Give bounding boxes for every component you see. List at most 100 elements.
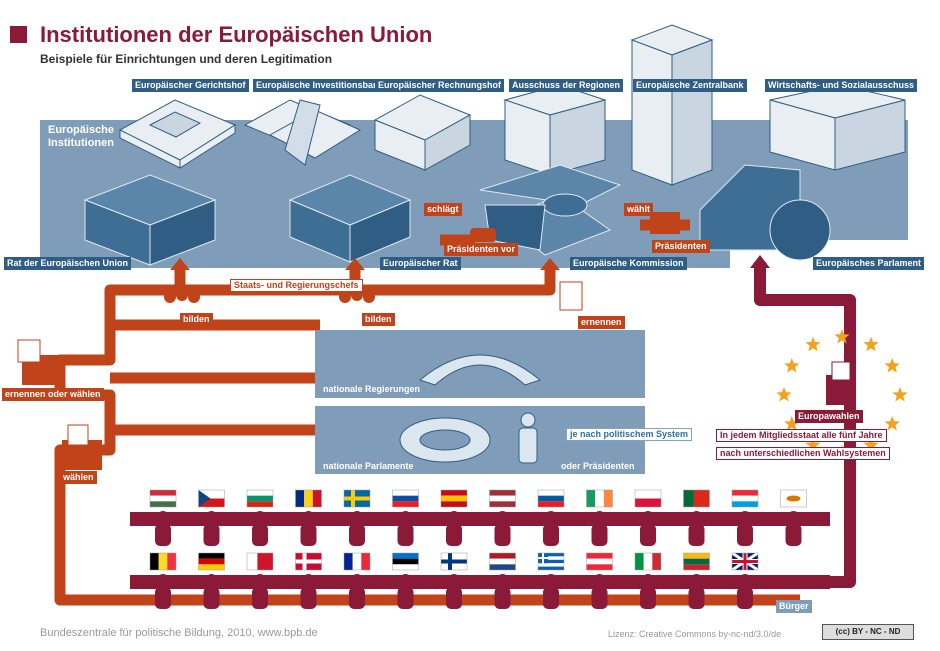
parlament-building-icon xyxy=(699,164,831,261)
hungary-flag xyxy=(149,489,177,508)
label-bilden-2: bilden xyxy=(362,313,395,326)
zentralbank-building-icon xyxy=(630,24,714,186)
citizen-figure-icon xyxy=(640,511,656,546)
label-wirtschaft: Wirtschafts- und Sozialausschuss xyxy=(765,79,917,92)
cyprus-flag xyxy=(780,489,807,508)
label-ernennen: ernennen xyxy=(578,316,625,329)
citizen-figure-icon xyxy=(300,574,317,609)
citizen-figure-icon xyxy=(494,574,511,609)
label-je-nach-system: je nach politischem System xyxy=(566,428,693,441)
star-icon xyxy=(834,329,850,344)
citizen-figure-icon xyxy=(591,574,608,609)
label-fuenf-jahre: In jedem Mitgliedsstaat alle fünf Jahre xyxy=(716,429,887,442)
star-icon xyxy=(863,437,879,452)
label-investitionsbank: Europäische Investitionsbank xyxy=(253,79,387,92)
citizen-figure-icon xyxy=(155,574,171,609)
finland-flag xyxy=(440,552,468,571)
ballot-box-europa-icon xyxy=(826,361,856,405)
poland-flag xyxy=(634,489,662,508)
arrow-up-rat-union xyxy=(170,258,190,270)
citizen-figure-icon xyxy=(688,511,705,546)
arrow-up-kommission xyxy=(540,258,560,270)
citizen-figure-icon xyxy=(252,511,268,546)
citizen-figure-icon xyxy=(640,574,656,609)
citizen-rail-top xyxy=(130,512,830,526)
citizen-figure-icon xyxy=(737,511,753,546)
star-icon xyxy=(884,358,900,373)
label-wahlsysteme: nach unterschiedlichen Wahlsystemen xyxy=(716,447,890,460)
label-parlamente: nationale Parlamente xyxy=(323,461,414,471)
slovakia-flag xyxy=(392,489,419,508)
citizen-figure-icon xyxy=(349,511,365,546)
wirtschaft-building-icon xyxy=(769,84,906,171)
citizen-figure-icon xyxy=(203,511,220,546)
greece-flag xyxy=(537,552,565,571)
citizen-figure-icon xyxy=(155,511,171,546)
title-square-icon xyxy=(10,26,27,43)
citizen-figure-icon xyxy=(591,511,608,546)
citizen-figure-icon xyxy=(494,511,511,546)
president-figure-icon xyxy=(518,412,538,464)
label-europawahlen: Europawahlen xyxy=(795,410,863,423)
czech-flag xyxy=(198,489,225,508)
uk-flag xyxy=(731,551,759,572)
rat-union-building-icon xyxy=(83,174,217,266)
citizen-figure-icon xyxy=(397,511,414,546)
label-bilden-1: bilden xyxy=(180,313,213,326)
rechnungshof-building-icon xyxy=(373,94,472,171)
spain-flag xyxy=(440,489,468,508)
star-icon xyxy=(784,416,800,431)
arrow-up-rat xyxy=(345,258,365,270)
kommission-building-icon xyxy=(479,164,622,256)
citizen-figure-icon xyxy=(446,574,462,609)
parliament-hemicycle-icon xyxy=(399,417,491,463)
malta-flag xyxy=(246,552,274,571)
star-icon xyxy=(805,437,821,452)
lithuania-flag xyxy=(683,552,710,571)
label-waehlt: wählt xyxy=(624,203,654,216)
hand-proposal-icon xyxy=(470,228,496,242)
group-bilden-2-icon xyxy=(339,289,375,303)
germany-flag xyxy=(198,552,225,571)
license-text: Lizenz: Creative Commons by-nc-nd/3.0/de xyxy=(608,629,782,639)
label-rat-union: Rat der Europäischen Union xyxy=(4,257,132,270)
italy-flag xyxy=(634,552,662,571)
austria-flag xyxy=(586,552,613,571)
label-rat: Europäischer Rat xyxy=(380,257,461,270)
label-regierungen: nationale Regierungen xyxy=(323,384,421,394)
flag-layer xyxy=(149,489,807,609)
citizen-figure-icon xyxy=(543,511,559,546)
cabinet-table-icon xyxy=(418,354,542,386)
group-bilden-1-icon xyxy=(164,289,200,303)
citizen-figure-icon xyxy=(252,574,268,609)
ballot-box-waehlen-icon xyxy=(62,424,102,470)
luxembourg-flag xyxy=(731,489,759,508)
citizen-figure-icon xyxy=(397,574,414,609)
star-icon xyxy=(863,336,879,352)
document-ernennen-icon xyxy=(559,281,583,311)
citizen-figure-icon xyxy=(737,574,753,609)
ballot-box-waehlt-icon xyxy=(650,212,680,234)
bulgaria-flag xyxy=(246,489,274,508)
gerichtshof-building-icon xyxy=(118,99,237,169)
label-buerger: Bürger xyxy=(776,600,812,613)
citizen-figure-icon xyxy=(203,574,220,609)
source-credit: Bundeszentrale für politische Bildung, 2… xyxy=(40,627,318,639)
sweden-flag xyxy=(343,489,371,508)
arrow-up-parlament xyxy=(750,255,770,268)
star-icon xyxy=(892,387,908,402)
citizen-rail-bottom xyxy=(130,575,830,589)
label-gerichtshof: Europäischer Gerichtshof xyxy=(132,79,249,92)
romania-flag xyxy=(295,489,322,508)
star-icon xyxy=(805,336,821,352)
cc-license-badge: (cc) BY - NC - ND xyxy=(822,624,914,640)
rat-building-icon xyxy=(288,174,412,263)
estonia-flag xyxy=(392,552,419,571)
france-flag xyxy=(343,552,371,571)
label-staats-chefs: Staats- und Regierungschefs xyxy=(230,279,363,292)
label-schlaegt: schlägt xyxy=(424,203,462,216)
label-rechnungshof: Europäischer Rechnungshof xyxy=(375,79,505,92)
citizen-figure-icon xyxy=(349,574,365,609)
